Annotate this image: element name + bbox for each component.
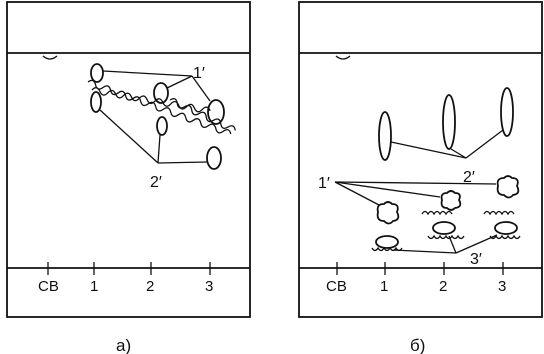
panel-b-ticks [336, 262, 504, 275]
panel-a-ellipse-left [90, 91, 102, 113]
panel-b-start-marker [335, 55, 351, 60]
panel-b-ellipse-2 [442, 94, 456, 150]
panel-b-tick-label-2: 2 [439, 278, 447, 295]
panel-b-ring-3 [494, 221, 518, 235]
panel-a-tick-label-2: 2 [146, 278, 154, 295]
panel-a-lines-1prime [102, 70, 211, 102]
panel-b-tick-label-1: 1 [380, 278, 388, 295]
panel-b-lines-2prime [390, 129, 504, 159]
panel-a-tick-label-cb: СВ [38, 278, 59, 295]
panel-a-chain-middle [91, 87, 211, 113]
panel-b-ellipse-3 [500, 87, 514, 137]
panel-b-caption: б) [410, 336, 425, 354]
panel-b-tick-label-3: 3 [498, 278, 506, 295]
panel-b-ring-2-tail [427, 234, 465, 240]
panel-a-tick-label-3: 3 [205, 278, 213, 295]
panel-a-chain-upper [87, 79, 232, 135]
panel-a-label-2prime: 2′ [150, 174, 162, 191]
panel-b-lines-1prime [334, 181, 497, 206]
panel-b-ring-1 [375, 235, 399, 249]
panel-a-ellipse-top-left [90, 63, 104, 83]
panel-a-ellipse-right [207, 99, 225, 125]
panel-a-lines-2prime [99, 109, 208, 164]
panel-b-blob-3 [496, 175, 520, 199]
panel-a-ticks [47, 262, 211, 275]
panel-b-blob-2 [440, 190, 462, 211]
panel-b-label-2prime: 2′ [463, 169, 475, 186]
panel-a-ellipse-center [156, 116, 168, 136]
panel-a-start-marker [42, 55, 58, 60]
panel-b-ellipse-1 [378, 111, 392, 161]
panel-b-tick-label-cb: СВ [326, 278, 347, 295]
panel-b-frame [298, 1, 543, 318]
panel-a-label-1prime: 1′ [193, 65, 205, 82]
panel-b: СВ 1 2 3 2′ 1′ [298, 1, 543, 354]
panel-a: СВ 1 2 3 1′ 2′ а) [6, 1, 251, 354]
panel-b-ring-1-tail [371, 246, 403, 252]
panel-a-caption: а) [116, 336, 131, 354]
panel-b-ring-2-top-tail [421, 210, 453, 216]
panel-a-chain-right [169, 98, 236, 131]
panel-b-label-1prime: 1′ [318, 175, 330, 192]
panel-a-ellipse-bottom-right [206, 146, 222, 170]
panel-b-ring-3-tail [489, 234, 521, 240]
panel-b-ring-3-top-tail [483, 210, 515, 216]
panel-b-blob-1 [376, 201, 400, 225]
panel-a-ellipse-center-top [153, 82, 169, 104]
panel-a-frame [6, 1, 251, 318]
panel-a-tick-label-1: 1 [90, 278, 98, 295]
panel-b-label-3prime: 3′ [470, 251, 482, 268]
panel-b-lines-3prime [392, 234, 498, 254]
panel-b-ring-2 [432, 221, 456, 235]
